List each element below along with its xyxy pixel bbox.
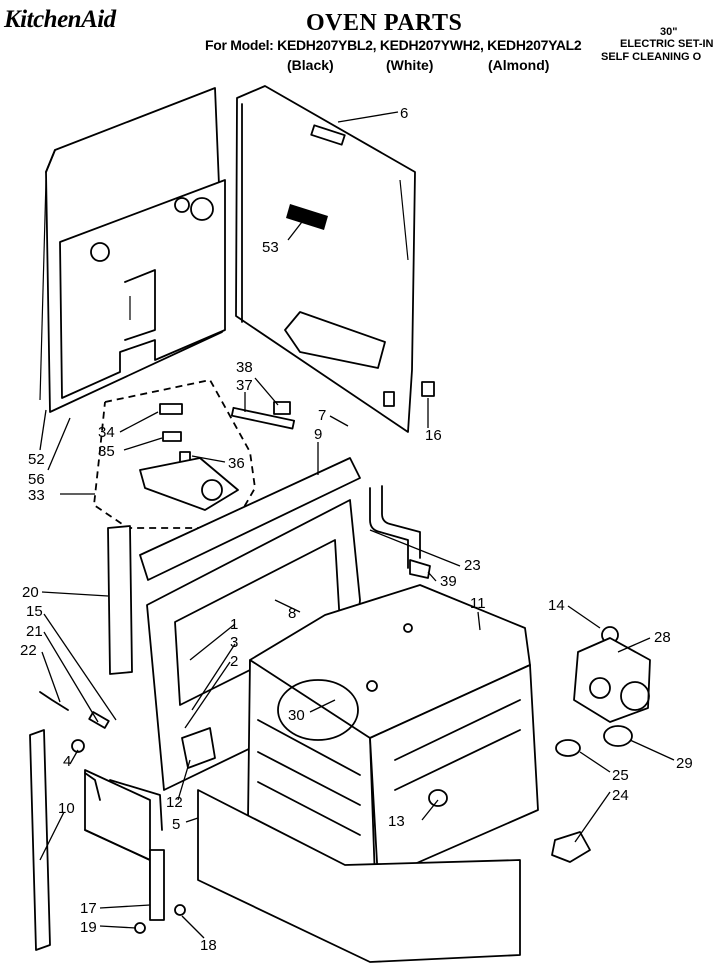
callout-12: 12 <box>166 794 183 811</box>
callout-34: 34 <box>98 424 115 441</box>
callout-23: 23 <box>464 557 481 574</box>
callout-9: 9 <box>314 426 322 443</box>
callout-2: 2 <box>230 653 238 670</box>
callout-33: 33 <box>28 487 45 504</box>
color-black: (Black) <box>287 57 334 73</box>
callout-numbers: 6 53 38 37 7 16 9 34 35 36 52 56 33 23 3… <box>20 105 693 954</box>
side-note-clean: SELF CLEANING O <box>601 51 702 63</box>
callout-14: 14 <box>548 597 565 614</box>
callout-6: 6 <box>400 105 408 122</box>
back-wrapper-drawing <box>235 85 435 433</box>
callout-52: 52 <box>28 451 45 468</box>
callout-37: 37 <box>236 377 253 394</box>
callout-56: 56 <box>28 471 45 488</box>
callout-19: 19 <box>80 919 97 936</box>
callout-30: 30 <box>288 707 305 724</box>
callout-20: 20 <box>22 584 39 601</box>
side-note-type: ELECTRIC SET-IN <box>620 38 714 50</box>
callout-36: 36 <box>228 455 245 472</box>
callout-53: 53 <box>262 239 279 256</box>
hinge-and-trim-drawing <box>29 691 216 951</box>
callout-11: 11 <box>470 595 486 612</box>
callout-18: 18 <box>200 937 217 954</box>
callout-39: 39 <box>440 573 457 590</box>
model-line: For Model: KEDH207YBL2, KEDH207YWH2, KED… <box>205 37 582 53</box>
callout-13: 13 <box>388 813 405 830</box>
callout-15: 15 <box>26 603 43 620</box>
callout-25: 25 <box>612 767 629 784</box>
callout-5: 5 <box>172 816 180 833</box>
callout-10: 10 <box>58 800 75 817</box>
vent-and-light-drawing <box>369 485 651 863</box>
callout-7: 7 <box>318 407 326 424</box>
brand-logo: KitchenAid <box>4 6 116 33</box>
color-white: (White) <box>386 57 434 73</box>
callout-29: 29 <box>676 755 693 772</box>
callout-35: 35 <box>98 443 115 460</box>
callout-3: 3 <box>230 634 238 651</box>
page-title: OVEN PARTS <box>306 10 463 36</box>
callout-21: 21 <box>26 623 43 640</box>
leader-lines <box>39 111 675 939</box>
control-bracket-group <box>93 378 296 529</box>
callout-16: 16 <box>425 427 442 444</box>
callout-1: 1 <box>230 616 238 633</box>
callout-4: 4 <box>63 753 71 770</box>
callout-17: 17 <box>80 900 97 917</box>
color-almond: (Almond) <box>488 57 550 73</box>
rear-panel-drawing <box>39 87 226 413</box>
callout-38: 38 <box>236 359 253 376</box>
oven-cavity-drawing <box>197 584 539 963</box>
callout-28: 28 <box>654 629 671 646</box>
side-note-size: 30" <box>660 26 678 38</box>
callout-8: 8 <box>288 605 296 622</box>
callout-22: 22 <box>20 642 37 659</box>
callout-24: 24 <box>612 787 629 804</box>
